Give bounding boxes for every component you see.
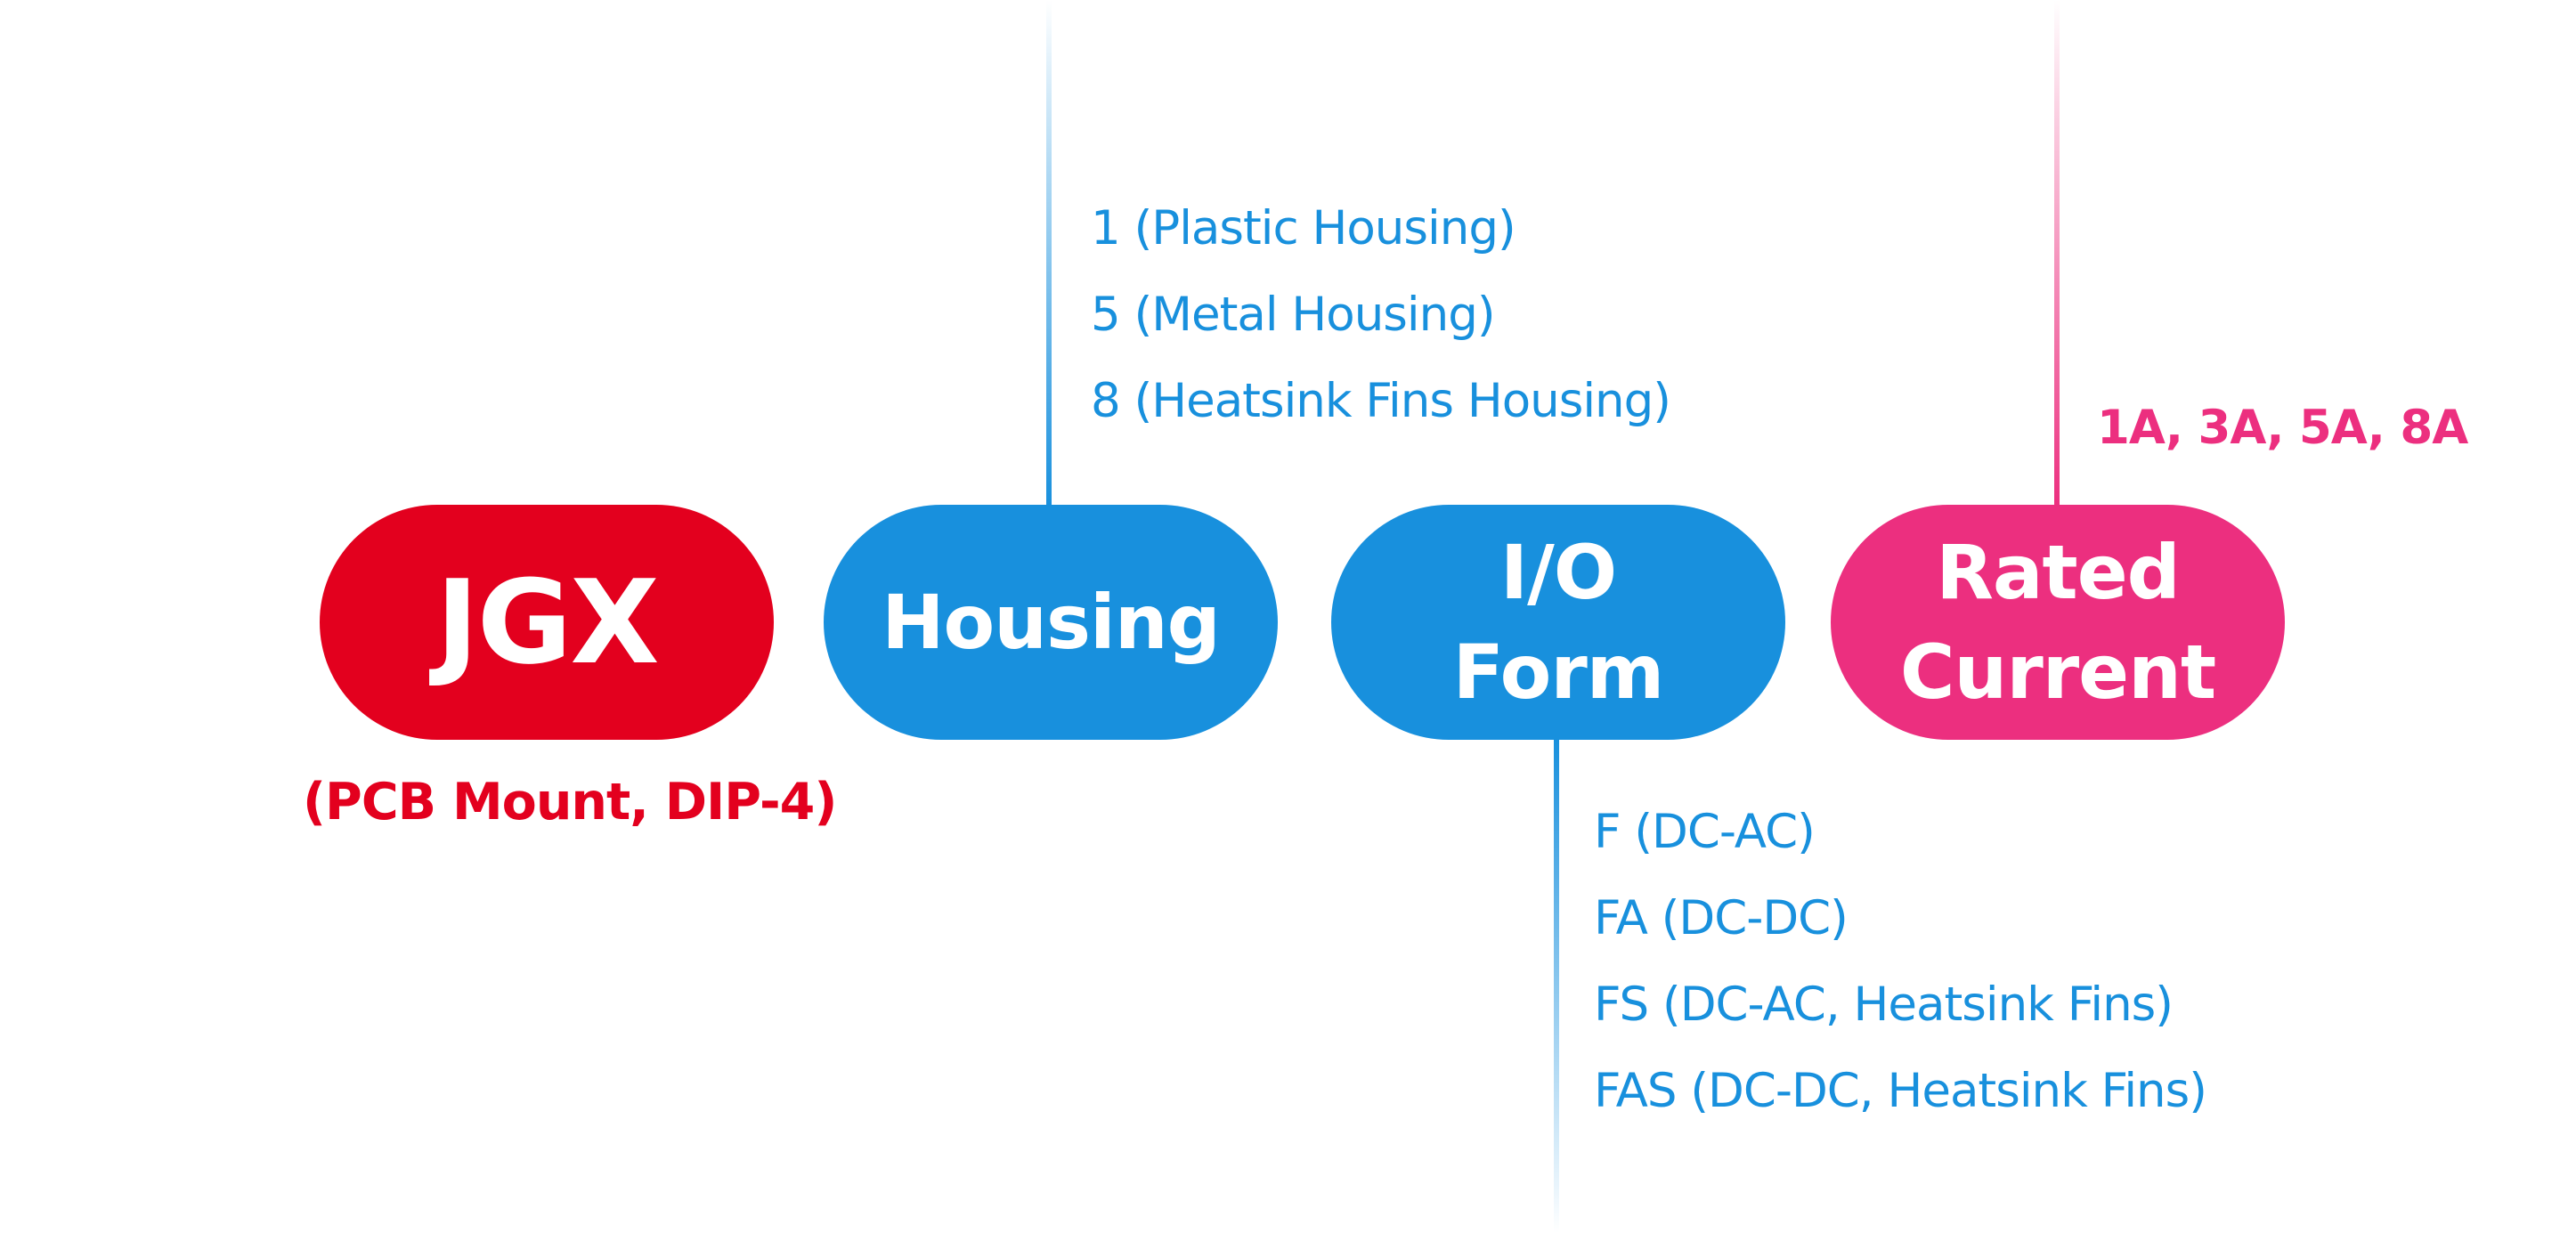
model-code-note: (PCB Mount, DIP-4): [303, 773, 837, 831]
housing-pill: Housing: [824, 505, 1278, 740]
housing-option: 8 (Heatsink Fins Housing): [1091, 374, 1671, 428]
io-form-option: FAS (DC-DC, Heatsink Fins): [1594, 1064, 2207, 1118]
io-form-pill: I/O Form: [1331, 505, 1785, 740]
io-form-option: FA (DC-DC): [1594, 891, 1849, 945]
rated-current-pill: Rated Current: [1831, 505, 2285, 740]
io-form-options: F (DC-AC) FA (DC-DC) FS (DC-AC, Heatsink…: [1594, 789, 2207, 1134]
io-form-label-line2: Form: [1452, 629, 1665, 716]
io-form-connector-line: [1554, 739, 1559, 1233]
rated-current-label-line2: Current: [1899, 629, 2216, 716]
rated-current-options: 1A, 3A, 5A, 8A: [2097, 385, 2468, 471]
io-form-option: FS (DC-AC, Heatsink Fins): [1594, 977, 2174, 1032]
io-form-label-line1: I/O: [1499, 529, 1617, 616]
model-code-label: JGX: [435, 555, 659, 690]
rated-current-connector-line: [2054, 0, 2060, 506]
housing-options: 1 (Plastic Housing) 5 (Metal Housing) 8 …: [1091, 185, 1671, 444]
model-code-pill: JGX: [320, 505, 774, 740]
io-form-option: F (DC-AC): [1594, 805, 1816, 859]
rated-current-label-line1: Rated: [1936, 529, 2181, 616]
housing-label: Housing: [882, 579, 1221, 666]
housing-connector-line: [1046, 0, 1052, 506]
housing-option: 1 (Plastic Housing): [1091, 201, 1516, 256]
housing-option: 5 (Metal Housing): [1091, 288, 1496, 342]
rated-current-values: 1A, 3A, 5A, 8A: [2097, 401, 2468, 455]
